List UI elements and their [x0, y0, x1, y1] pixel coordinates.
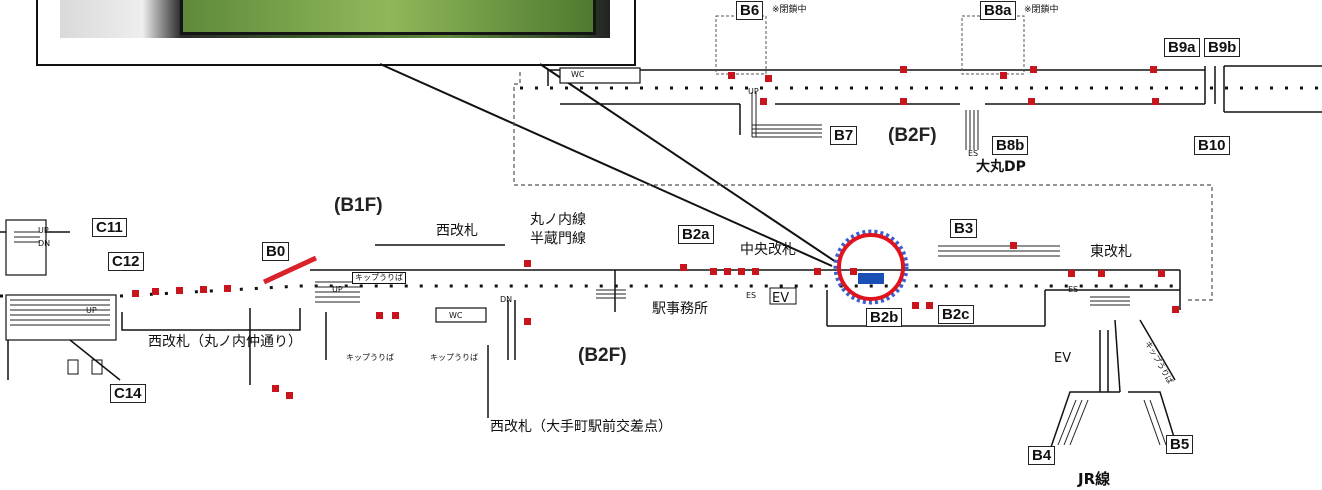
exit-b9a[interactable]: B9a [1164, 38, 1200, 57]
exit-marker [900, 66, 907, 73]
exit-marker [738, 268, 745, 275]
label-es-b8b: ES [968, 149, 979, 158]
location-marker [858, 273, 884, 284]
exit-b2b[interactable]: B2b [866, 308, 903, 327]
exit-b6[interactable]: B6 [736, 1, 764, 20]
exit-marker [710, 268, 717, 275]
label-ticket-2: キップうりば [346, 353, 394, 362]
place-jr-line: JR線 [1078, 470, 1111, 488]
label-es-east: ES [1068, 285, 1079, 294]
dashed-ring [833, 229, 909, 305]
callout-photo [60, 0, 610, 38]
label-dn-b1f: DN [500, 295, 513, 304]
exit-marker [728, 72, 735, 79]
exit-b2c[interactable]: B2c [938, 305, 974, 324]
closed-note-b6: ※閉鎖中 [772, 5, 807, 15]
exit-marker [152, 288, 159, 295]
floor-label-b2f-upper: (B2F) [888, 125, 937, 146]
label-up-b1f: UP [332, 285, 343, 294]
place-west-gate-naka: 西改札（丸ノ内仲通り） [148, 334, 302, 350]
place-central-gate: 中央改札 [740, 242, 796, 258]
label-ev-central: EV [772, 291, 790, 306]
exit-marker [1098, 270, 1105, 277]
label-es-central: ES [746, 291, 757, 300]
exit-marker [1150, 66, 1157, 73]
exit-b4[interactable]: B4 [1028, 446, 1056, 465]
label-dn-c11: DN [38, 239, 51, 248]
exit-c11[interactable]: C11 [92, 218, 127, 237]
exit-marker [176, 287, 183, 294]
place-hanzomon-line: 半蔵門線 [530, 231, 586, 247]
floor-label-b1f: (B1F) [334, 195, 383, 216]
exit-b10[interactable]: B10 [1194, 136, 1230, 155]
exit-marker [1172, 306, 1179, 313]
exit-b8b[interactable]: B8b [992, 136, 1029, 155]
exit-marker [926, 302, 933, 309]
exit-marker [752, 268, 759, 275]
exit-marker [224, 285, 231, 292]
exit-marker [912, 302, 919, 309]
exit-b3[interactable]: B3 [950, 219, 978, 238]
leader-line-1 [539, 63, 837, 263]
label-up-c11: UP [38, 226, 49, 235]
callout-photo-box [36, 0, 636, 66]
exit-marker [1000, 72, 1007, 79]
place-east-gate: 東改札 [1090, 244, 1132, 260]
exit-marker [814, 268, 821, 275]
place-daimaru: 大丸DP [976, 159, 1026, 175]
place-marunouchi-line: 丸ノ内線 [530, 212, 586, 228]
floor-label-b2f-lower: (B2F) [578, 345, 627, 366]
exit-b9b[interactable]: B9b [1204, 38, 1241, 57]
exit-b5[interactable]: B5 [1166, 435, 1194, 454]
highlight-ring [837, 233, 905, 301]
dashed-boundary-upper [513, 72, 1213, 301]
exit-marker [272, 385, 279, 392]
exit-marker [1028, 98, 1035, 105]
place-station-office: 駅事務所 [652, 301, 708, 317]
label-wc-mid: WC [449, 311, 463, 320]
label-up-c12: UP [86, 306, 97, 315]
exit-marker [680, 264, 687, 271]
exit-marker [392, 312, 399, 319]
exit-marker [132, 290, 139, 297]
exit-b8a[interactable]: B8a [980, 1, 1016, 20]
leader-line-2 [379, 63, 833, 267]
exit-marker [286, 392, 293, 399]
exit-marker [1152, 98, 1159, 105]
place-west-gate: 西改札 [436, 223, 478, 239]
exit-b2a[interactable]: B2a [678, 225, 714, 244]
exit-c14[interactable]: C14 [110, 384, 146, 403]
exit-c12[interactable]: C12 [108, 252, 144, 271]
exit-b7[interactable]: B7 [830, 126, 858, 145]
exit-marker [900, 98, 907, 105]
label-up-b7: UP [748, 87, 759, 96]
exit-marker [850, 268, 857, 275]
exit-marker [760, 98, 767, 105]
label-ticket-3: キップうりば [430, 353, 478, 362]
exit-marker [1158, 270, 1165, 277]
exit-marker [765, 75, 772, 82]
exit-b0[interactable]: B0 [262, 242, 290, 261]
exit-marker [724, 268, 731, 275]
label-ev-east: EV [1054, 351, 1072, 366]
exit-marker [524, 318, 531, 325]
label-wc-top: WC [571, 70, 585, 79]
label-ticket-1: キップうりば [352, 272, 406, 284]
exit-marker [524, 260, 531, 267]
exit-marker [376, 312, 383, 319]
exit-marker [200, 286, 207, 293]
exit-marker [1068, 270, 1075, 277]
exit-marker [1030, 66, 1037, 73]
display-screen-image [180, 0, 596, 35]
closed-note-b8a: ※閉鎖中 [1024, 5, 1059, 15]
place-west-gate-ote: 西改札（大手町駅前交差点） [490, 419, 672, 435]
exit-marker [1010, 242, 1017, 249]
